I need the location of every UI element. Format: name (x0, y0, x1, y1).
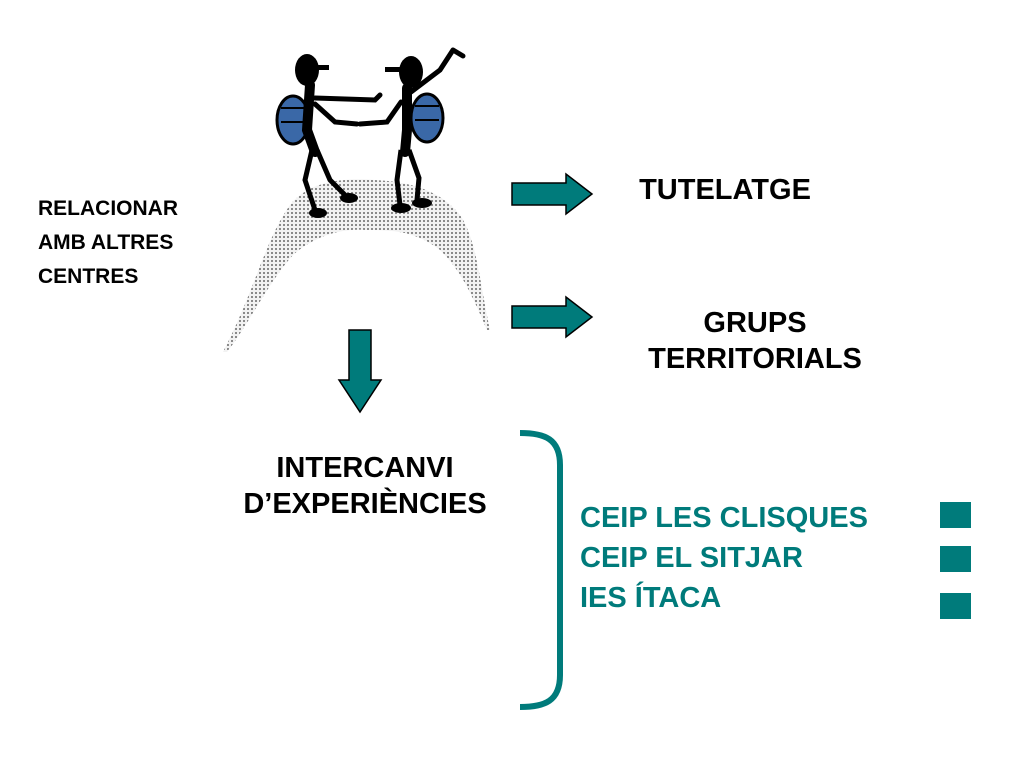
hikers-on-mountain-illustration (223, 47, 490, 352)
arrow-right-icon (511, 295, 594, 339)
square-marker (940, 546, 971, 572)
arrow-right-icon (511, 172, 594, 216)
right-hiker (357, 47, 466, 213)
square-marker (940, 593, 971, 619)
school-item: CEIP LES CLISQUES (580, 502, 868, 534)
bottom-label: INTERCANVI D’EXPERIÈNCIES (200, 450, 530, 522)
square-marker (940, 502, 971, 528)
bottom-label-line-1: INTERCANVI (276, 452, 454, 484)
left-label-line-3: CENTRES (38, 265, 139, 288)
branch-tutelatge: TUTELATGE (639, 174, 811, 206)
arrow-down-icon (337, 329, 383, 414)
branch-grups-territorials: GRUPS TERRITORIALS (600, 305, 910, 377)
left-label-line-2: AMB ALTRES (38, 231, 174, 254)
branch-middle-line-2: TERRITORIALS (648, 343, 862, 375)
bottom-label-line-2: D’EXPERIÈNCIES (243, 488, 487, 520)
left-hiker (275, 54, 383, 218)
left-label-line-1: RELACIONAR (38, 197, 178, 220)
school-item: IES ÍTACA (580, 582, 722, 614)
left-label: RELACIONAR AMB ALTRES CENTRES (38, 192, 238, 294)
bracket-shape (519, 430, 563, 710)
branch-middle-line-1: GRUPS (703, 307, 807, 339)
school-list: CEIP LES CLISQUES CEIP EL SITJAR IES ÍTA… (580, 498, 930, 618)
school-item: CEIP EL SITJAR (580, 542, 803, 574)
mountain-shape (223, 179, 490, 352)
